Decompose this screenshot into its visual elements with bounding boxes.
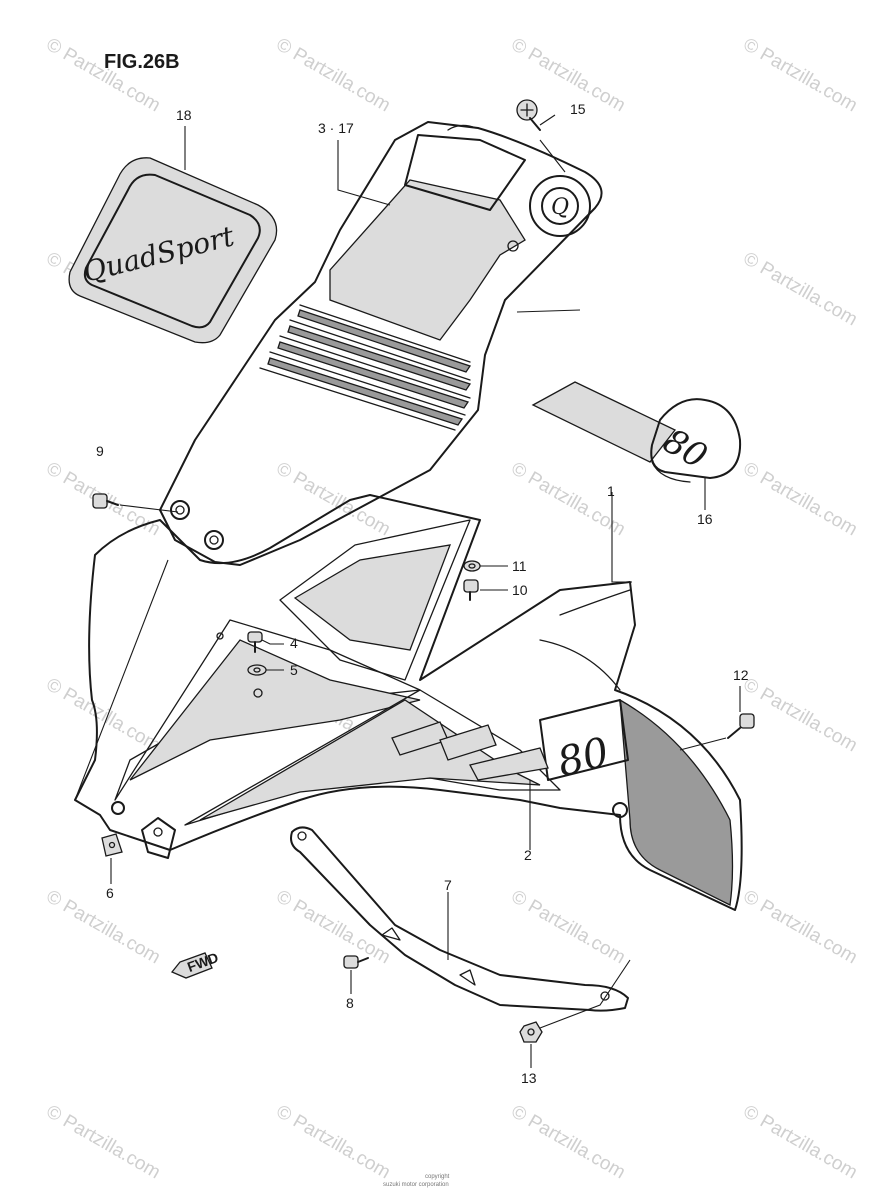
- tank-badge-text: Q: [551, 195, 569, 220]
- watermark: © Partzilla.com: [740, 674, 861, 756]
- nut-13[interactable]: [519, 1021, 543, 1043]
- bolt-9[interactable]: [92, 493, 119, 509]
- bolt-4[interactable]: [247, 631, 263, 653]
- callout-15: 15: [570, 101, 586, 117]
- callout-1: 1: [607, 483, 615, 499]
- callout-11: 11: [512, 558, 527, 574]
- callout-2: 2: [524, 847, 532, 863]
- tank-cover-part[interactable]: Q: [159, 121, 603, 566]
- watermark: © Partzilla.com: [273, 34, 394, 116]
- bolt-8[interactable]: [343, 955, 369, 969]
- watermark: © Partzilla.com: [43, 674, 164, 756]
- callout-18: 18: [176, 107, 192, 123]
- watermark: © Partzilla.com: [273, 1101, 394, 1183]
- figure-title: FIG.26B: [104, 51, 180, 73]
- bolt-12[interactable]: [727, 713, 755, 739]
- screw-15[interactable]: [516, 99, 541, 131]
- watermark: © Partzilla.com: [508, 1101, 629, 1183]
- watermark: © Partzilla.com: [740, 34, 861, 116]
- footer-company: suzuki motor corporation: [383, 1182, 449, 1188]
- watermark: © Partzilla.com: [508, 886, 629, 968]
- watermark: © Partzilla.com: [508, 458, 629, 540]
- emblem-panel-part[interactable]: QuadSport: [68, 157, 278, 344]
- watermark: © Partzilla.com: [43, 886, 164, 968]
- footer-copyright: copyright: [425, 1174, 450, 1180]
- watermark: © Partzilla.com: [740, 886, 861, 968]
- callout-10: 10: [512, 582, 528, 598]
- watermark: © Partzilla.com: [273, 886, 394, 968]
- front-fender-part[interactable]: 80: [74, 494, 743, 911]
- side-decal-part[interactable]: 80: [531, 381, 742, 483]
- callout-8: 8: [346, 995, 354, 1011]
- washer-5[interactable]: [247, 664, 267, 676]
- callout-4: 4: [290, 635, 298, 651]
- watermark: © Partzilla.com: [740, 248, 861, 330]
- watermark: © Partzilla.com: [740, 1101, 861, 1183]
- callout-labels: 18 3 · 17 15 1 16 9 11 10 4 5 12 2 7 6 8…: [96, 101, 749, 1086]
- callout-13: 13: [521, 1070, 537, 1086]
- washer-11[interactable]: [463, 560, 481, 572]
- callout-7: 7: [444, 877, 452, 893]
- forward-arrow-icon: FWD: [170, 949, 220, 979]
- watermark: © Partzilla.com: [43, 34, 164, 116]
- callout-9: 9: [96, 443, 104, 459]
- clip-nut-6[interactable]: [101, 833, 123, 857]
- callout-6: 6: [106, 885, 114, 901]
- callout-16: 16: [697, 511, 713, 527]
- leader-lines: [74, 114, 741, 1068]
- model-number-badge: 80: [553, 729, 614, 786]
- callout-3-17: 3 · 17: [318, 120, 354, 136]
- callout-12: 12: [733, 667, 749, 683]
- callout-5: 5: [290, 662, 298, 678]
- bracket-part[interactable]: [290, 826, 629, 1012]
- bolt-10[interactable]: [463, 579, 479, 601]
- watermark: © Partzilla.com: [43, 1101, 164, 1183]
- watermark: © Partzilla.com: [740, 458, 861, 540]
